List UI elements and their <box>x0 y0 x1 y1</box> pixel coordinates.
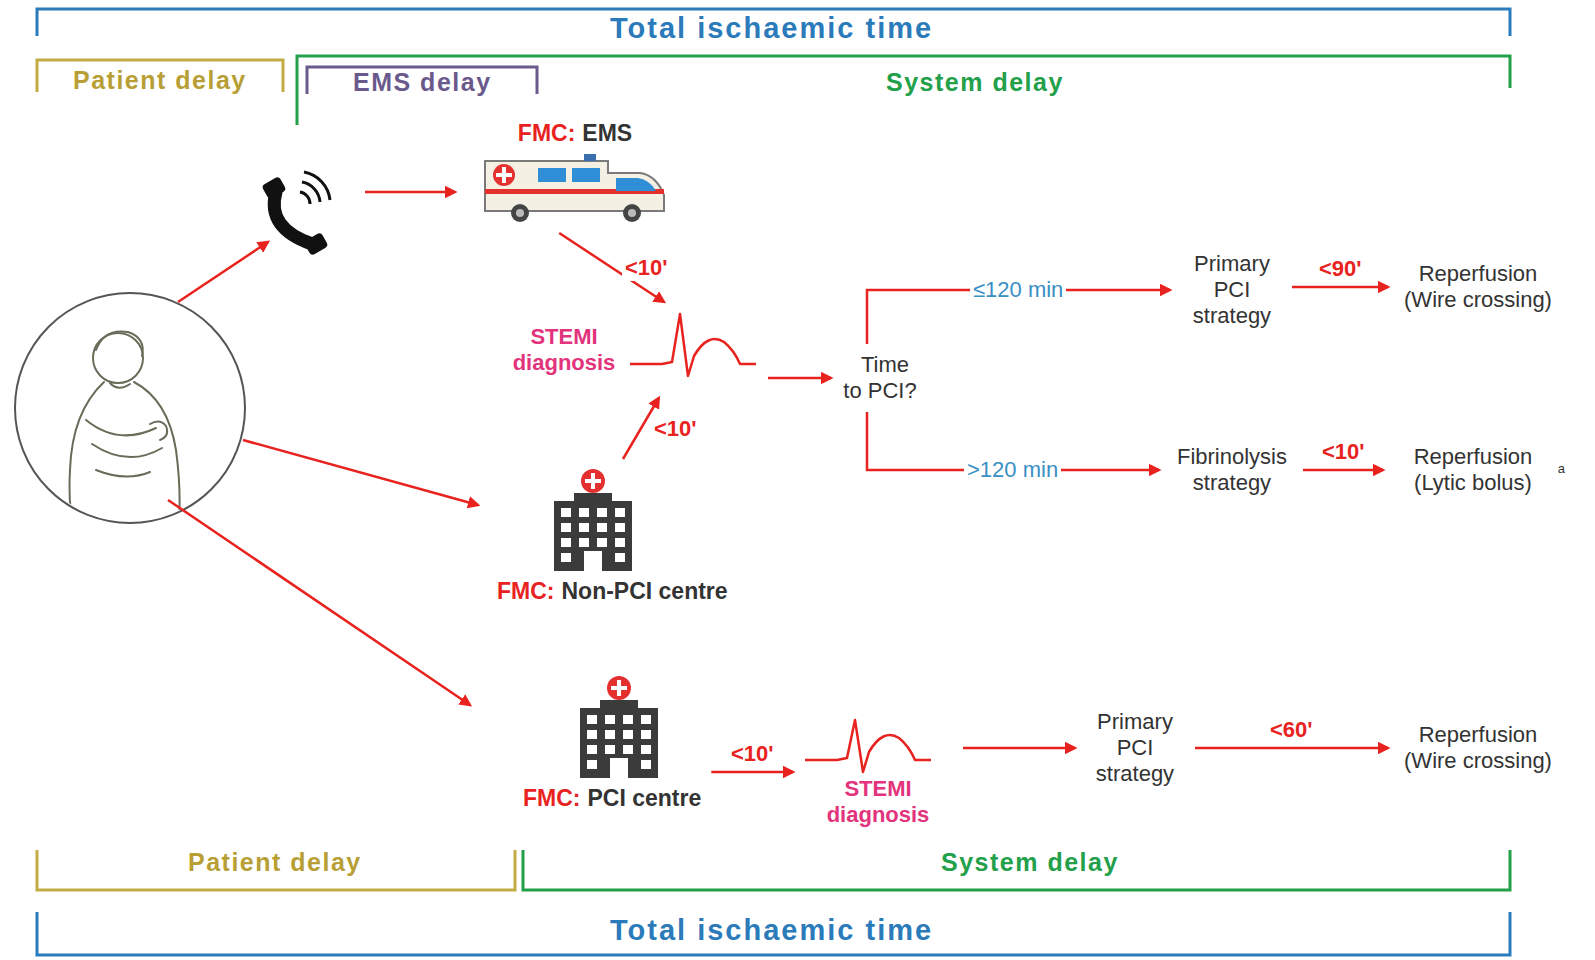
diagnosis-label: STEMI diagnosis <box>822 776 934 828</box>
step-label: Fibrinolysis strategy <box>1171 444 1293 496</box>
step-label: Reperfusion (Wire crossing) <box>1398 261 1558 313</box>
fmc-place: PCI centre <box>587 784 701 812</box>
process-node: Reperfusion (Wire crossing) <box>1394 257 1562 317</box>
process-node: STEMI diagnosis <box>504 306 762 394</box>
process-node: Reperfusion (Wire crossing) <box>1394 718 1562 778</box>
time-label: <10' <box>728 741 777 767</box>
ecg-symbol <box>803 716 933 776</box>
patient-circle <box>15 293 245 523</box>
time-label: ≤120 min <box>970 277 1066 303</box>
patient-arrows <box>168 192 478 705</box>
fmc-place: Non-PCI centre <box>561 577 727 605</box>
step-label: Primary PCI strategy <box>1182 251 1282 329</box>
process-node: STEMI diagnosis <box>799 712 957 832</box>
step-label: Primary PCI strategy <box>1085 709 1185 787</box>
step-label: Reperfusion (Wire crossing) <box>1398 722 1558 774</box>
bracket-label: Patient delay <box>188 848 362 877</box>
bracket-label: System delay <box>941 848 1119 877</box>
flow-arrow <box>711 771 793 774</box>
fmc-tag: FMC: <box>497 577 554 605</box>
process-node: Primary PCI strategy <box>1178 247 1286 333</box>
flow-arrow <box>963 747 1075 750</box>
process-node: FMC:PCI centre <box>519 670 705 816</box>
hospital-icon <box>578 674 660 780</box>
time-label: <90' <box>1316 256 1365 282</box>
system-bracket <box>297 56 1510 125</box>
fmc-tag: FMC: <box>523 784 580 812</box>
bracket-label: EMS delay <box>353 68 492 97</box>
flow-arrow <box>1292 286 1388 289</box>
bracket-label: Total ischaemic time <box>610 12 933 45</box>
process-node: Primary PCI strategy <box>1081 705 1189 791</box>
bracket-label: Patient delay <box>73 66 247 95</box>
fmc-place: EMS <box>582 119 632 147</box>
hospital-icon <box>552 467 634 573</box>
time-label: >120 min <box>964 457 1061 483</box>
time-label: <10' <box>1319 439 1368 465</box>
fmc-label: FMC:PCI centre <box>523 784 701 812</box>
total-bracket <box>37 912 1510 955</box>
bracket-label: System delay <box>886 68 1064 97</box>
time-label: <10' <box>651 416 700 442</box>
flow-arrow <box>1195 747 1388 750</box>
step-label: Time to PCI? <box>841 352 919 404</box>
phone-icon <box>261 172 330 256</box>
process-node: Reperfusion (Lytic bolus) a <box>1389 440 1567 500</box>
footnote-mark: a <box>1558 462 1565 476</box>
fmc-label: FMC:Non-PCI centre <box>497 577 728 605</box>
fmc-label: FMC:EMS <box>518 119 632 147</box>
flow-arrow <box>768 377 831 380</box>
time-label: <10' <box>622 255 671 281</box>
bracket-label: Total ischaemic time <box>610 914 933 947</box>
diagnosis-label: STEMI diagnosis <box>508 324 620 376</box>
process-node: Fibrinolysis strategy <box>1167 440 1297 500</box>
step-label: Reperfusion (Lytic bolus) <box>1393 444 1553 496</box>
patient-figure <box>70 331 180 530</box>
process-node: FMC:Non-PCI centre <box>493 463 732 609</box>
ambulance-icon <box>480 151 670 225</box>
flow-arrow <box>1303 469 1383 472</box>
ecg-symbol <box>628 310 758 380</box>
fmc-tag: FMC: <box>518 119 575 147</box>
process-node: Time to PCI? <box>837 348 923 408</box>
time-label: <60' <box>1267 717 1316 743</box>
process-node: FMC:EMS <box>476 115 674 229</box>
